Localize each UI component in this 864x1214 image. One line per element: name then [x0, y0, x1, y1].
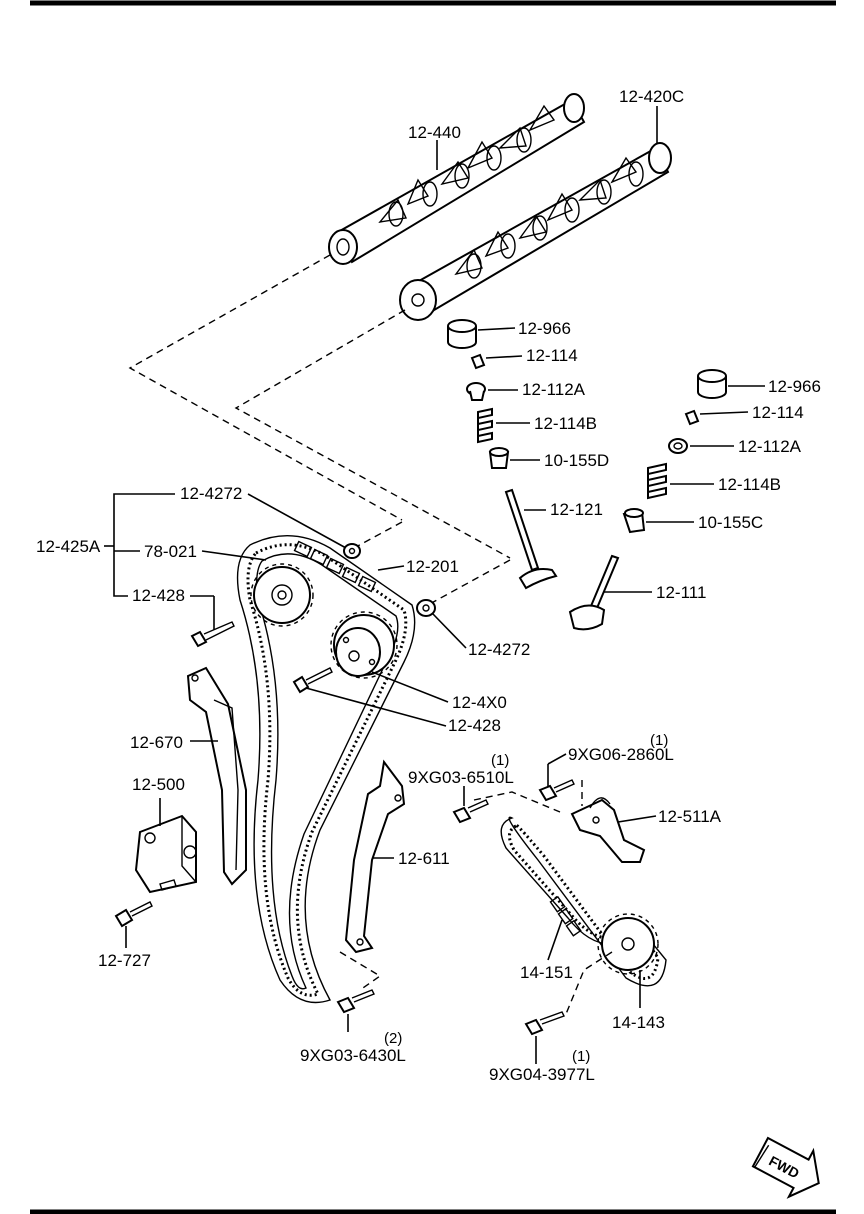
label-timing-chain: 12-201 — [406, 557, 459, 576]
chain-links-oil — [549, 895, 582, 937]
bolt-lower[interactable] — [336, 989, 375, 1014]
label-tensioner: 12-500 — [132, 775, 185, 794]
label-oil-pump-tensioner: 12-511A — [658, 807, 722, 826]
label-lock-a: 12-114 — [526, 346, 578, 365]
bolt-right[interactable] — [292, 667, 333, 694]
label-spring-a: 12-114B — [534, 414, 597, 433]
bolt-guide[interactable] — [452, 799, 489, 824]
label-tappet-b: 12-966 — [768, 377, 821, 396]
label-tensioner-bolt: 12-727 — [98, 951, 151, 970]
bolt-left[interactable] — [190, 621, 235, 648]
exhaust-sprocket[interactable] — [250, 563, 314, 627]
bolt-oil-tensioner[interactable] — [538, 779, 575, 802]
variable-timing-sprocket[interactable] — [330, 611, 398, 679]
exhaust-valve[interactable] — [504, 488, 558, 590]
chain-tensioner[interactable] — [134, 814, 197, 894]
spring-seat-a[interactable] — [466, 382, 486, 401]
label-oil-pump-chain: 14-151 — [520, 963, 573, 982]
valve-seal-b[interactable] — [622, 508, 646, 534]
label-guide-left: 12-670 — [130, 733, 183, 752]
label-washer-top: 12-4272 — [180, 484, 242, 503]
bolt-sprocket[interactable] — [524, 1011, 565, 1036]
label-camshaft-exhaust: 12-440 — [408, 123, 461, 142]
tappet-b[interactable] — [697, 369, 727, 399]
label-bolt-left: 12-428 — [132, 586, 185, 605]
label-spring-seat-a: 12-112A — [522, 380, 586, 399]
label-seal-b: 10-155C — [698, 513, 763, 532]
label-variable-timing: 12-4X0 — [452, 693, 507, 712]
label-bolt-right: 12-428 — [448, 716, 501, 735]
fwd-arrow-icon: FWD — [751, 1136, 820, 1199]
valve-spring-b[interactable] — [647, 462, 667, 500]
label-sprocket-set: 12-425A — [36, 537, 101, 556]
label-guide-right: 12-611 — [398, 849, 450, 868]
chain-guide-left[interactable] — [186, 666, 247, 886]
label-seal-a: 10-155D — [544, 451, 609, 470]
valve-seal-a[interactable] — [488, 447, 510, 469]
oil-pump-tensioner[interactable] — [570, 797, 646, 863]
timing-chain[interactable] — [236, 535, 416, 1004]
washer-right[interactable] — [416, 599, 436, 617]
washer-top[interactable] — [343, 543, 361, 559]
tappet-a[interactable] — [447, 319, 477, 349]
label-bolt-sprocket-qty: (1) — [572, 1048, 590, 1065]
label-oil-pump-sprocket: 14-143 — [612, 1013, 665, 1032]
label-spring-seat-b: 12-112A — [738, 437, 802, 456]
label-spring-b: 12-114B — [718, 475, 781, 494]
spring-seat-b[interactable] — [668, 438, 688, 454]
label-washer-right: 12-4272 — [468, 640, 530, 659]
camshaft-exhaust[interactable] — [328, 93, 586, 265]
label-bolt-lower-qty: (2) — [384, 1030, 402, 1047]
intake-valve[interactable] — [568, 554, 620, 631]
label-bolt-lower: 9XG03-6430L — [300, 1046, 406, 1065]
label-exhaust-sprocket: 78-021 — [144, 542, 197, 561]
label-bolt-oil-tensioner: 9XG06-2860L — [568, 745, 674, 764]
chain-guide-right[interactable] — [344, 759, 406, 954]
oil-pump-sprocket[interactable] — [597, 913, 659, 975]
label-bolt-oil-tensioner-qty: (1) — [650, 732, 668, 749]
camshaft-intake[interactable] — [399, 142, 672, 321]
label-camshaft-intake: 12-420C — [619, 87, 684, 106]
label-bolt-guide-qty: (1) — [491, 752, 509, 769]
label-bolt-guide: 9XG03-6510L — [408, 768, 514, 787]
label-bolt-sprocket: 9XG04-3977L — [489, 1065, 595, 1084]
label-intake-valve: 12-111 — [656, 583, 706, 602]
valve-lock-b[interactable] — [684, 409, 700, 426]
tensioner-bolt[interactable] — [114, 901, 153, 928]
label-lock-b: 12-114 — [752, 403, 804, 422]
chain-links-upper — [293, 540, 377, 593]
valve-lock-a[interactable] — [470, 353, 486, 370]
valve-spring-a[interactable] — [477, 407, 493, 444]
label-exhaust-valve: 12-121 — [550, 500, 603, 519]
label-tappet-a: 12-966 — [518, 319, 571, 338]
